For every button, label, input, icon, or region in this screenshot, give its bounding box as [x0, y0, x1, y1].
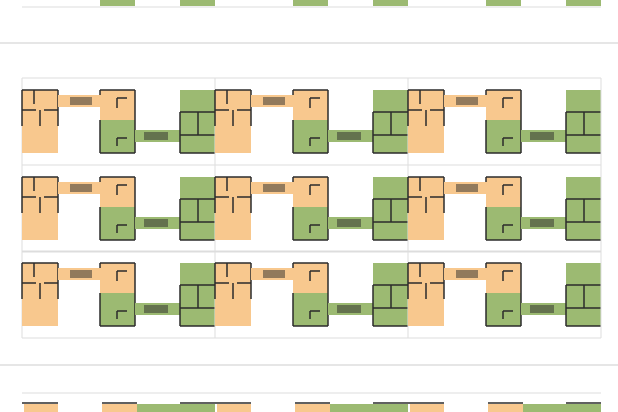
corridor-b: [328, 130, 373, 142]
corridor-b: [135, 303, 180, 315]
corridor-a: [58, 268, 102, 280]
unit-b-block: [182, 404, 215, 412]
corridor-b: [328, 217, 373, 229]
unit-b-block: [523, 404, 568, 412]
unit-b-block: [293, 293, 328, 326]
corridor-a: [444, 182, 488, 194]
unit-b-block: [293, 120, 328, 153]
corridor-a: [251, 268, 295, 280]
corridor-b: [135, 217, 180, 229]
unit-a-block: [295, 404, 330, 412]
corridor-a: [58, 182, 102, 194]
unit-b-block: [100, 120, 135, 153]
corridor-a: [58, 95, 102, 107]
unit-b-block: [486, 0, 521, 6]
unit-a-block: [488, 404, 523, 412]
corridor-b: [521, 130, 566, 142]
corridor-a: [251, 95, 295, 107]
unit-b-block: [137, 404, 182, 412]
unit-b-block: [330, 404, 375, 412]
unit-b-block: [293, 0, 328, 6]
unit-a-block: [102, 404, 137, 412]
unit-b-block: [375, 404, 408, 412]
corridor-a: [444, 268, 488, 280]
unit-b-block: [100, 0, 135, 6]
unit-a-block: [24, 404, 58, 412]
corridor-b: [521, 303, 566, 315]
unit-b-block: [486, 207, 521, 240]
corridor-b: [328, 303, 373, 315]
corridor-a: [251, 182, 295, 194]
unit-b-block: [100, 207, 135, 240]
corridor-b: [135, 130, 180, 142]
corridor-a: [444, 95, 488, 107]
unit-a-block: [410, 404, 444, 412]
unit-b-block: [486, 293, 521, 326]
unit-b-block: [100, 293, 135, 326]
unit-b-block: [568, 404, 601, 412]
unit-b-block: [180, 0, 215, 6]
unit-b-block: [566, 0, 601, 6]
corridor-b: [521, 217, 566, 229]
unit-b-block: [486, 120, 521, 153]
unit-b-block: [293, 207, 328, 240]
unit-a-block: [217, 404, 251, 412]
unit-b-block: [373, 0, 408, 6]
